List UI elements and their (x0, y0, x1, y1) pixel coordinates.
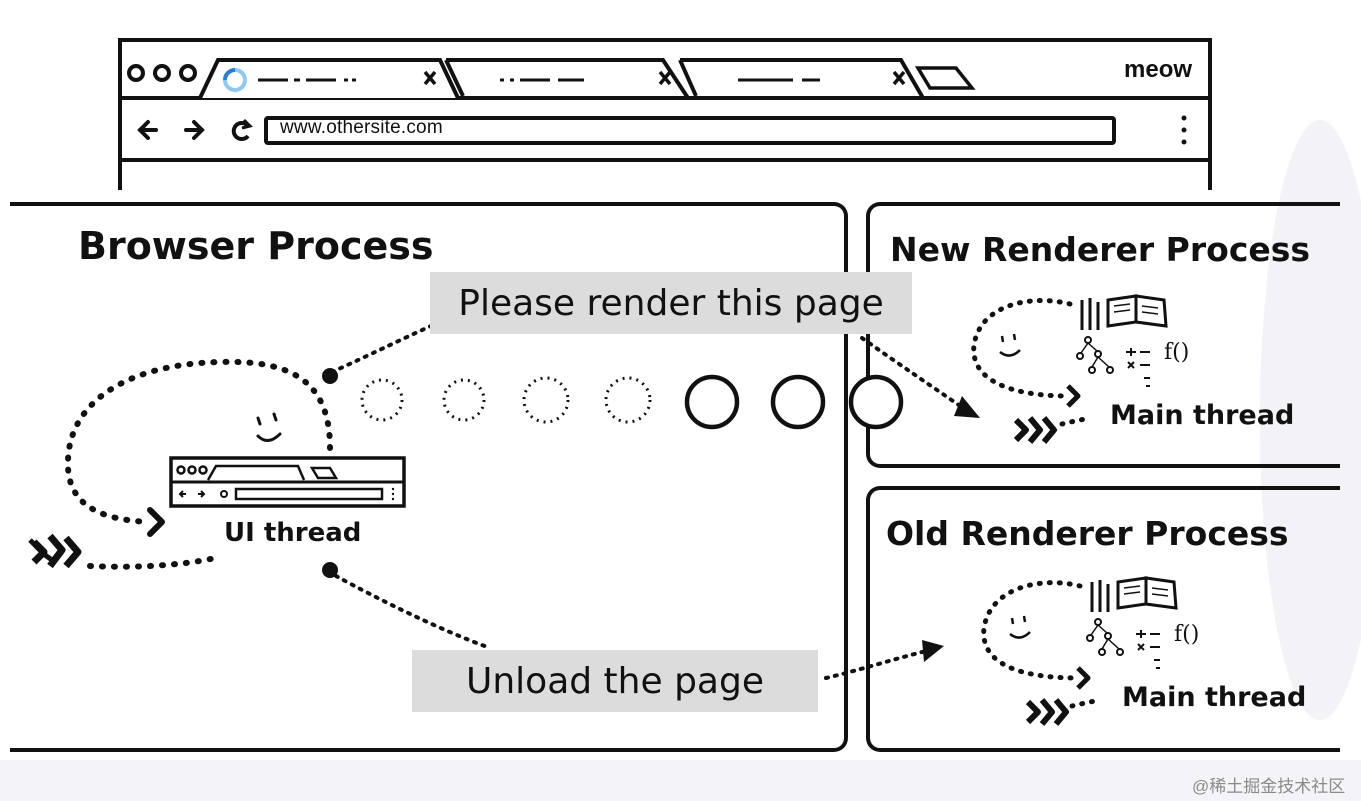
pending-message-circles (360, 376, 652, 424)
new-renderer-process-box (866, 202, 1340, 468)
browser-process-box (10, 202, 848, 752)
sent-message-circles (684, 374, 904, 430)
tab-3[interactable] (678, 58, 925, 100)
new-renderer-process-title: New Renderer Process (890, 230, 1311, 269)
watermark: @稀土掘金技术社区 (1192, 777, 1346, 796)
window-controls-icon[interactable] (127, 64, 197, 82)
new-main-thread-label: Main thread (1110, 400, 1295, 431)
new-work-tools-icon (1076, 294, 1168, 387)
profile-name: meow (1124, 56, 1193, 83)
forward-arrow-icon[interactable] (184, 120, 205, 140)
menu-kebab-icon[interactable] (1181, 115, 1187, 145)
old-renderer-process-box (866, 486, 1340, 752)
unload-message-callout: Unload the page (412, 650, 818, 712)
new-main-thread-loop (971, 298, 1093, 427)
new-function-glyph: f() (1164, 340, 1190, 365)
browser-process-title: Browser Process (78, 224, 434, 268)
address-bar-url: www.othersite.com (280, 117, 443, 138)
old-main-thread-label: Main thread (1122, 682, 1307, 713)
ui-thread-face-icon (256, 412, 282, 442)
browser-window-frame (118, 38, 1212, 190)
tab-2[interactable] (444, 58, 690, 100)
ui-thread-label: UI thread (224, 518, 362, 548)
ui-thread-loop (64, 358, 333, 570)
old-renderer-process-title: Old Renderer Process (886, 514, 1289, 553)
unload-message-arrow (322, 562, 944, 680)
new-main-thread-chevrons-icon (1013, 416, 1057, 444)
tab-active[interactable] (198, 58, 460, 99)
reload-icon[interactable] (231, 118, 253, 141)
new-main-thread-face-icon (999, 333, 1021, 357)
old-main-thread-loop (981, 580, 1103, 709)
unload-message-text: Unload the page (466, 660, 764, 702)
back-arrow-icon[interactable] (137, 120, 158, 140)
old-main-thread-face-icon (1009, 615, 1031, 639)
mini-browser-icon (169, 456, 406, 508)
render-message-text: Please render this page (458, 282, 884, 324)
old-work-tools-icon (1086, 576, 1178, 669)
render-message-callout: Please render this page (430, 272, 912, 334)
new-tab-icon[interactable] (914, 66, 976, 90)
old-function-glyph: f() (1174, 622, 1200, 647)
address-bar[interactable] (264, 116, 1116, 145)
old-main-thread-chevrons-icon (1025, 698, 1069, 726)
ui-thread-chevrons-icon (28, 533, 82, 569)
